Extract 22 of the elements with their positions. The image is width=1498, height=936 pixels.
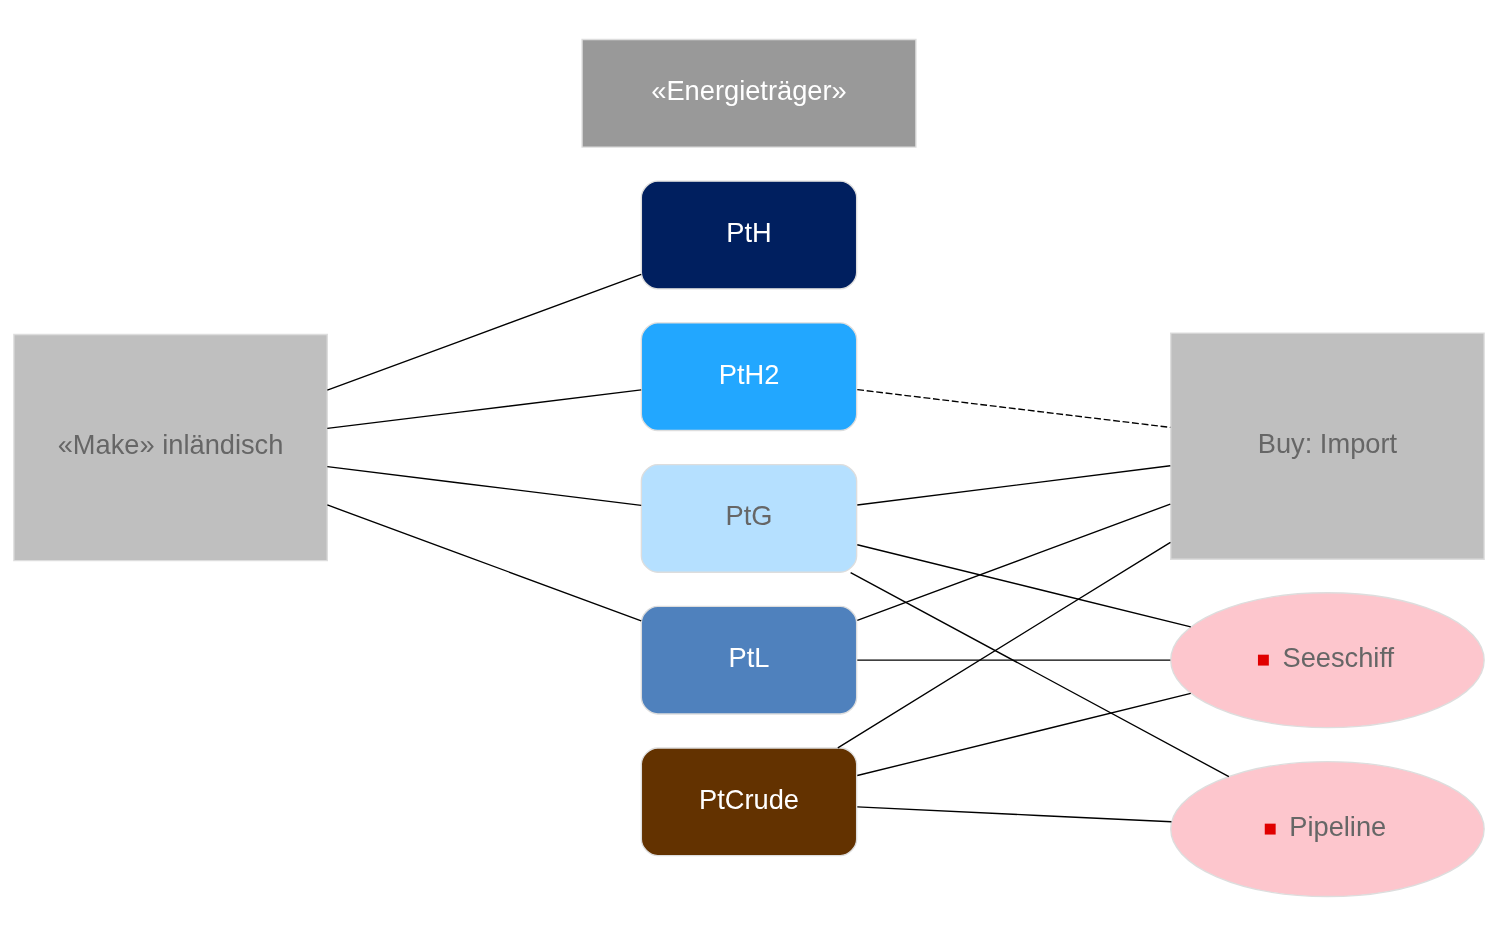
connector — [856, 692, 1192, 777]
node-ellipse: Pipeline — [1170, 761, 1485, 898]
node-box: PtH — [640, 180, 858, 290]
node-box: «Energieträger» — [581, 38, 917, 148]
node-box: PtL — [640, 605, 858, 715]
node-ellipse: Seeschiff — [1170, 592, 1485, 729]
connector — [849, 571, 1230, 778]
connector — [326, 273, 642, 391]
connector — [856, 659, 1171, 661]
connector — [837, 541, 1172, 749]
connector — [856, 503, 1171, 622]
connector — [856, 806, 1173, 823]
node-box: PtG — [640, 463, 858, 573]
connector — [856, 465, 1171, 506]
connector — [326, 466, 642, 506]
connector — [326, 504, 642, 622]
connector — [326, 389, 642, 430]
node-box: Buy: Import — [1170, 332, 1485, 560]
connector — [856, 544, 1192, 628]
node-box: PtCrude — [640, 747, 858, 857]
node-box: PtH2 — [640, 322, 858, 432]
node-box: «Make» inländisch — [13, 333, 328, 562]
